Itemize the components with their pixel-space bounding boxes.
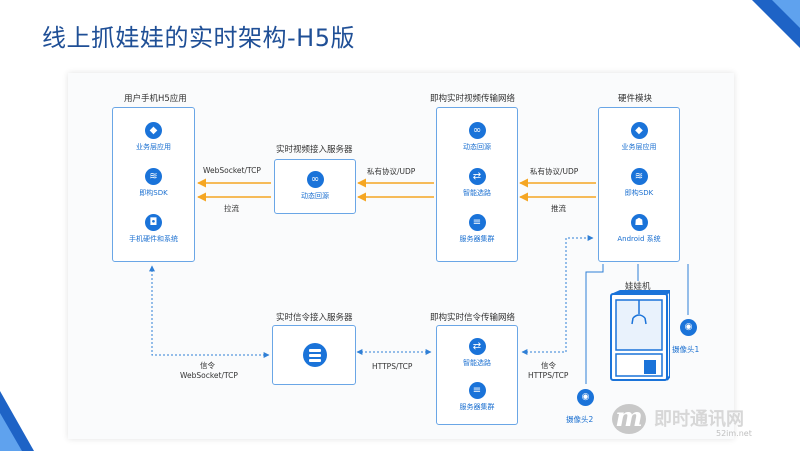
cube-icon: ◆ — [145, 122, 162, 139]
slide-title: 线上抓娃娃的实时架构-H5版 — [42, 24, 355, 52]
video-network-box: ∞ 动态回源 ⇄ 智能选路 ≡ 服务器集群 — [436, 107, 518, 262]
label-websocket-tcp: WebSocket/TCP — [203, 166, 261, 175]
video-access-item: ∞ 动态回源 — [275, 171, 355, 201]
label-signal-right-1: 信令 — [541, 361, 556, 370]
watermark-text: 即时通讯网 — [654, 409, 744, 430]
dashed-signal-phone — [149, 265, 270, 358]
server-rack-icon — [303, 343, 327, 367]
stack-layers-icon: ≋ — [630, 168, 648, 185]
watermark-logo-icon: m — [612, 404, 646, 434]
route-icon: ⇄ — [468, 338, 486, 355]
label-push-stream: 推流 — [551, 204, 566, 213]
claw-machine-icon — [610, 290, 670, 381]
user-phone-title: 用户手机H5应用 — [124, 94, 187, 104]
label-signal-left-2: WebSocket/TCP — [180, 371, 238, 380]
camera-2-label: 摄像头2 — [566, 415, 594, 424]
camera-1-label: 摄像头1 — [672, 345, 700, 354]
infinity-icon: ∞ — [468, 122, 486, 139]
route-icon: ⇄ — [468, 168, 486, 185]
video-network-title: 即构实时视频传输网络 — [430, 94, 516, 104]
user-phone-item-sdk: ≋ 即构SDK — [113, 168, 194, 198]
video-access-box: ∞ 动态回源 — [274, 159, 356, 214]
claw-machine-title: 娃娃机 — [625, 282, 651, 292]
signal-network-item-route: ⇄ 智能选路 — [437, 338, 517, 368]
corner-decoration-top-right-inner — [772, 0, 800, 28]
watermark: m 即时通讯网 52im.net — [612, 402, 792, 442]
watermark-url: 52im.net — [716, 429, 752, 438]
infinity-icon: ∞ — [306, 171, 324, 188]
label-pull-stream: 拉流 — [224, 204, 239, 213]
hardware-box: ◆ 业务层应用 ≋ 即构SDK ☗ Android 系统 — [598, 107, 680, 262]
user-phone-item-hardware: ◘ 手机硬件和系统 — [113, 214, 194, 244]
hardware-item-business: ◆ 业务层应用 — [599, 122, 679, 152]
hardware-item-sdk: ≋ 即构SDK — [599, 168, 679, 198]
label-https-tcp-mid: HTTPS/TCP — [372, 362, 413, 371]
hardware-title: 硬件模块 — [618, 94, 653, 104]
box-3d-icon: ◘ — [145, 214, 162, 231]
camera-icon: ◉ — [680, 319, 697, 336]
label-signal-right-2: HTTPS/TCP — [528, 371, 569, 380]
signal-network-box: ⇄ 智能选路 ≡ 服务器集群 — [436, 325, 518, 425]
signal-network-title: 即构实时信令传输网络 — [430, 313, 516, 323]
dashed-signal-hardware — [521, 235, 594, 355]
video-network-item-route: ⇄ 智能选路 — [437, 168, 517, 198]
corner-decoration-bottom-left-inner — [0, 413, 22, 451]
user-phone-box: ◆ 业务层应用 ≋ 即构SDK ◘ 手机硬件和系统 — [112, 107, 195, 262]
hardware-item-android: ☗ Android 系统 — [599, 214, 679, 244]
signal-access-box — [272, 325, 356, 385]
video-network-item-origin: ∞ 动态回源 — [437, 122, 517, 152]
label-signal-left-1: 信令 — [200, 361, 215, 370]
android-icon: ☗ — [630, 214, 648, 231]
signal-access-title: 实时信令接入服务器 — [276, 313, 353, 323]
user-phone-item-business: ◆ 业务层应用 — [113, 122, 194, 152]
video-network-item-cluster: ≡ 服务器集群 — [437, 214, 517, 244]
stack-layers-icon: ≋ — [145, 168, 162, 185]
label-private-udp-1: 私有协议/UDP — [367, 167, 416, 176]
camera-icon: ◉ — [577, 389, 594, 406]
cube-icon: ◆ — [630, 122, 648, 139]
server-stack-icon: ≡ — [468, 214, 486, 231]
line-hardware-cam2 — [585, 264, 604, 384]
server-stack-icon: ≡ — [468, 382, 486, 399]
signal-network-item-cluster: ≡ 服务器集群 — [437, 382, 517, 412]
label-private-udp-2: 私有协议/UDP — [530, 167, 579, 176]
video-access-title: 实时视频接入服务器 — [276, 145, 353, 155]
